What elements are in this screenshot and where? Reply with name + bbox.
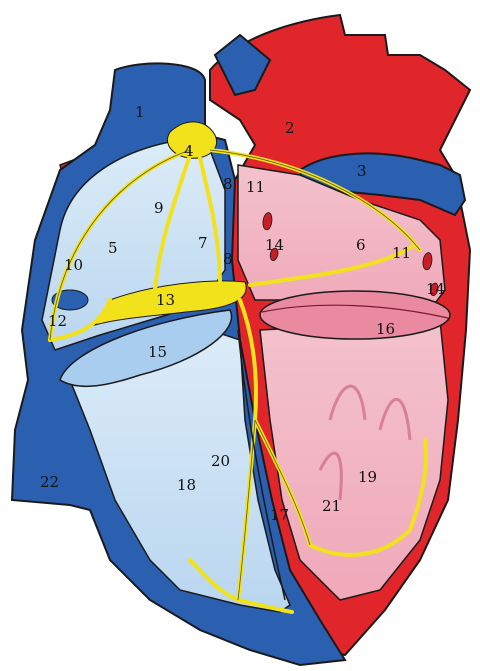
label-18: 18	[177, 476, 196, 494]
label-11-left: 11	[246, 178, 265, 196]
label-14-left: 14	[265, 236, 284, 254]
label-13: 13	[156, 291, 175, 309]
label-21: 21	[322, 497, 341, 515]
label-2: 2	[285, 119, 295, 137]
label-8-lower: 8	[223, 250, 233, 268]
label-11-right: 11	[392, 244, 411, 262]
label-7: 7	[198, 234, 208, 252]
label-5: 5	[108, 239, 118, 257]
label-12: 12	[48, 312, 67, 330]
label-10: 10	[64, 256, 83, 274]
label-6: 6	[356, 236, 366, 254]
label-14-right: 14	[426, 280, 445, 298]
label-1: 1	[135, 103, 145, 121]
mitral-valve	[260, 291, 450, 339]
label-22: 22	[40, 473, 59, 491]
label-16: 16	[376, 320, 395, 338]
label-17: 17	[270, 506, 289, 524]
label-20: 20	[211, 452, 230, 470]
label-19: 19	[358, 468, 377, 486]
label-3: 3	[357, 162, 367, 180]
label-4: 4	[184, 142, 194, 160]
label-15: 15	[148, 343, 167, 361]
label-9: 9	[154, 199, 164, 217]
label-8-upper: 8	[223, 175, 233, 193]
